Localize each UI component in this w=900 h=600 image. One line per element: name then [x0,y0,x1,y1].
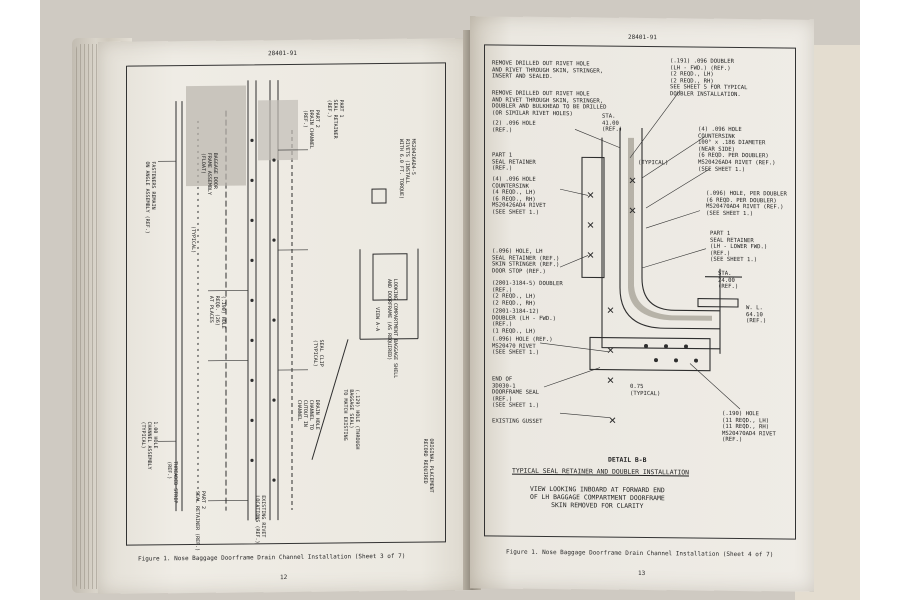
note-hole-11: (.190) HOLE (11 REQD., LH) (11 REQD., RH… [722,410,776,444]
note-end-of-seal: END OF 3D030-1 DOORFRAME SEAL (REF.) (SE… [492,376,540,410]
note-existing-rivet: EXISTING RIVET LOCATIONS (REF.) [254,495,266,544]
note-part1: PART 1 SEAL RETAINER (REF.) [326,99,344,139]
note-rivets: MS20426AD4-5 RIVETS (INSTALL WITH 6.0 FT… [398,138,416,200]
note-doubler-ref: (2801-3184-5) DOUBLER (REF.) (2 REQD., L… [492,280,563,307]
note-doubler-install: (.191) .096 DOUBLER (LH - FWD.) (REF.) (… [670,58,748,99]
note-doubler-fwd: (2801-3184-12) DOUBLER (LH - FWD.) (REF.… [492,308,556,335]
note-hole: (.190) HOLE REQD. (26) AT PLACES [208,295,226,329]
detail-title: DETAIL B-B [608,455,647,465]
right-page: 28401-91 [470,16,814,592]
note-drain-hole: DRAIN HOLE CHANNEL TO CUTOUT IN CHANNEL [296,399,320,430]
note-placement-record: ORIGINAL PLACEMENT RECORD REQUIRED [422,438,434,493]
note-existing-gusset: EXISTING GUSSET [492,418,543,425]
note-remove-rivet-1: REMOVE DRILLED OUT RIVET HOLE AND RIVET … [492,60,604,81]
note-door-frame: BAGGAGE DOOR FRAME ASSEMBLY (FLOAT) [200,152,218,196]
note-hole-per-doubler: (.096) HOLE, PER DOUBLER (6 REQD. PER DO… [706,190,787,217]
note-typical: (TYPICAL) [638,159,669,167]
note-hole-through: (.129) HOLE (THROUGH BAGGAGE SEAL) TO MA… [342,389,360,450]
note-view-aa: VIEW A-A [374,307,380,332]
note-hole-lh: (.096) HOLE, LH SEAL RETAINER (REF.) SKI… [492,248,560,275]
note-typical-1: (TYPICAL) [190,225,196,254]
note-channel-assembly: 1.00 HOLE CHANNEL ASSEMBLY (TYPICAL) [140,421,158,470]
view-note: VIEW LOOKING INBOARD AT FORWARD END OF L… [530,484,665,511]
note-hole-ref: (2) .096 HOLE (REF.) [492,120,536,134]
note-sta-41: STA. 41.00 (REF.) [602,113,623,133]
note-sta-24: STA. 24.00 (REF.) [718,270,739,291]
note-part1-seal: PART 1 SEAL RETAINER (REF.) [492,152,536,172]
right-page-number: 13 [638,569,646,578]
note-seal-retainer: PART 2 SEAL RETAINER (REF.) [194,490,206,552]
note-countersink-2: (4) .096 HOLE COUNTERSINK (4 REQD., LH) … [492,176,546,216]
note-countersink-1: (4) .096 HOLE COUNTERSINK 100° x .186 DI… [698,126,776,173]
note-wl: W. L. 64.10 (REF.) [746,305,767,325]
note-looking-compartment: LOOKING COMPARTMENT BAGGAGE SHELL AND DO… [386,278,398,379]
note-part2: PART 2 DRAIN CHANNEL (REF.) [302,109,320,149]
note-fasteners: FASTENERS REMAIN ON ANGLE ASSEMBLY (REF.… [144,161,156,234]
note-remove-rivet-2: REMOVE DRILLED OUT RIVET HOLE AND RIVET … [492,90,607,118]
left-page-number: 12 [280,574,288,582]
left-drawing [158,80,419,521]
note-dimension: 0.75 (TYPICAL) [630,383,661,397]
note-part1-lower: PART 1 SEAL RETAINER (LH - LOWER FWD.) (… [710,230,768,264]
note-seal-clip: SEAL CLIP (TYPICAL) [312,339,324,367]
right-drawing [539,90,742,424]
note-hole-ms: (.096) HOLE (REF.) MS20470 RIVET (SEE SH… [492,336,553,357]
note-threaded-strip: THREADED STRIP (REF.) [166,461,178,504]
left-page: 28401-91 [98,38,478,594]
